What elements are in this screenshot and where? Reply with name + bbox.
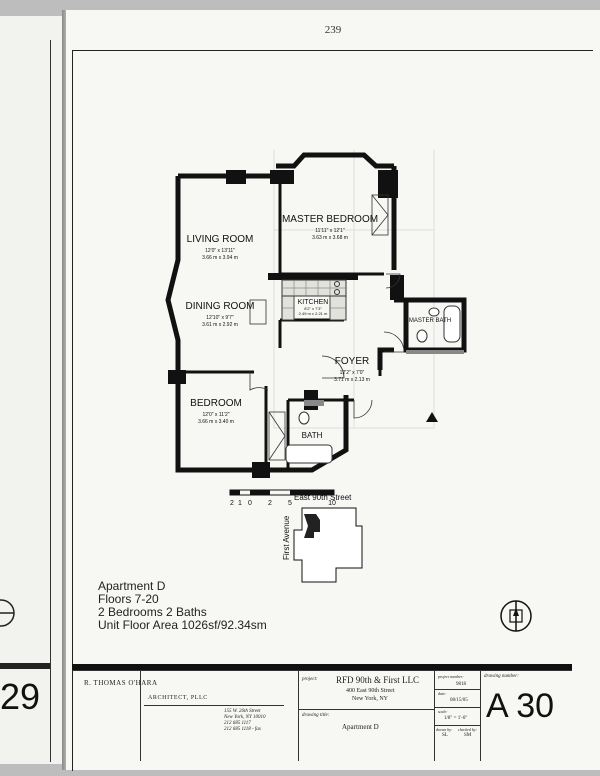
title-block: R. THOMAS O'HARA ARCHITECT, PLLC 155 W. … xyxy=(72,670,572,771)
room-dim-imperial-living-room: 12'0" x 13'11" xyxy=(205,248,235,254)
room-name-foyer: FOYER xyxy=(335,356,369,367)
unit-name: Apartment D xyxy=(98,579,166,593)
date-label: date: xyxy=(438,691,447,696)
room-dim-metric-master-bedroom: 3.63 m x 3.68 m xyxy=(312,235,348,241)
room-dim-imperial-bedroom: 12'0" x 11'2" xyxy=(202,412,229,418)
keymap-street-label: East 90th Street xyxy=(294,493,352,502)
room-dim-metric-foyer: 3.71 m x 2.13 m xyxy=(334,377,370,383)
previous-page-title-bar xyxy=(0,663,50,669)
drawing-number: A 30 xyxy=(486,687,555,725)
project-name: RFD 90th & First LLC xyxy=(336,675,420,685)
room-dim-imperial-master-bedroom: 11'11" x 12'1" xyxy=(315,228,345,234)
scale-label: 2 xyxy=(230,500,234,507)
checked-by-value: SM xyxy=(464,733,472,738)
page: 239 xyxy=(66,10,600,771)
room-name-kitchen: KITCHEN xyxy=(298,299,329,306)
scale-label: 1 xyxy=(238,500,242,507)
firm-suffix: ARCHITECT, PLLC xyxy=(148,695,208,701)
floor-plan: MASTER BEDROOM 11'11" x 12'1" 3.63 m x 3… xyxy=(165,150,467,507)
drawing-number-label: drawing number: xyxy=(484,674,519,679)
keymap-avenue-label: First Avenue xyxy=(282,515,291,560)
room-name-dining-room: DINING ROOM xyxy=(186,301,255,312)
keymap-building-location xyxy=(304,514,320,538)
architect-name: R. THOMAS O'HARA xyxy=(84,679,158,687)
room-name-master-bedroom: MASTER BEDROOM xyxy=(282,214,378,225)
drawn-by-label: drawn by: xyxy=(436,727,453,732)
project-address-2: New York, NY xyxy=(352,696,389,702)
project-label: project: xyxy=(302,677,318,682)
unit-floor-area: Unit Floor Area 1026sf/92.34sm xyxy=(98,618,267,632)
north-arrow-icon xyxy=(500,600,532,632)
room-dim-imperial-foyer: 12'2" x 7'0" xyxy=(340,370,365,376)
graphic-scale: 2 1 0 2 5 10 xyxy=(229,489,336,507)
scale-label: 10 xyxy=(328,500,336,507)
drawing-title: Apartment D xyxy=(342,723,379,731)
scale-label: scale: xyxy=(438,709,448,714)
project-number-label: project number: xyxy=(438,674,464,679)
room-dim-imperial-dining-room: 12'10" x 9'7" xyxy=(206,315,234,321)
date-value: 08/15/05 xyxy=(450,698,468,703)
scale-label: 0 xyxy=(248,500,252,507)
checked-by-label: checked by: xyxy=(458,727,477,732)
scale-label: 5 xyxy=(288,500,292,507)
key-map: East 90th Street First Avenue xyxy=(282,493,363,583)
room-name-master-bath: MASTER BATH xyxy=(409,318,451,324)
unit-rooms: 2 Bedrooms 2 Baths xyxy=(98,605,207,619)
previous-page-frame xyxy=(0,40,51,762)
project-address-1: 400 East 90th Street xyxy=(346,688,395,694)
room-dim-metric-kitchen: 2.49 m x 2.21 m xyxy=(299,311,328,316)
drawn-by-value: SL xyxy=(442,733,448,738)
scale-label: 2 xyxy=(268,500,272,507)
architect-address: 155 W. 26th Street New York, NY 10010 21… xyxy=(224,709,266,732)
page-number: 239 xyxy=(324,24,342,36)
entry-arrow-icon xyxy=(426,412,438,422)
room-dim-imperial-kitchen: 8'2" x 7'3" xyxy=(304,306,322,311)
unit-floors: Floors 7-20 xyxy=(98,592,159,606)
drawing-border xyxy=(72,50,593,771)
project-number: 9818 xyxy=(456,682,466,687)
room-name-living-room: LIVING ROOM xyxy=(187,234,254,245)
scale-value: 1/8" = 1'-0" xyxy=(444,716,468,721)
room-name-bedroom: BEDROOM xyxy=(190,398,242,409)
unit-notes: Apartment D Floors 7-20 2 Bedrooms 2 Bat… xyxy=(98,580,267,632)
drawing-title-label: drawing title: xyxy=(302,713,330,718)
room-dim-metric-living-room: 3.66 m x 3.94 m xyxy=(202,255,238,261)
room-name-bath: BATH xyxy=(302,431,323,440)
room-dim-metric-dining-room: 3.61 m x 2.92 m xyxy=(202,322,238,328)
title-block-bar xyxy=(72,664,572,670)
previous-page-north-arrow-icon xyxy=(0,599,15,627)
room-dim-metric-bedroom: 3.66 m x 3.40 m xyxy=(198,419,234,425)
previous-page-drawing-number: 29 xyxy=(0,676,41,717)
